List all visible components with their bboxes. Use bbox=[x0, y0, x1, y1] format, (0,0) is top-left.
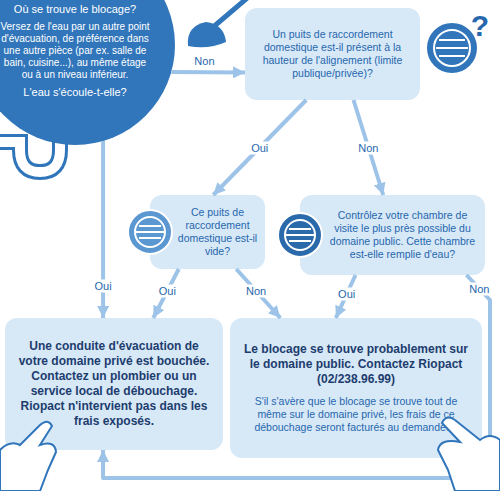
result-note: S'il s'avère que le blocage se trouve to… bbox=[242, 395, 470, 434]
manhole-icon bbox=[128, 210, 172, 254]
question-mark: ? bbox=[471, 10, 489, 42]
edge-label: Oui bbox=[157, 285, 178, 298]
flow-arrow bbox=[153, 269, 179, 318]
decision-box: Ce puits de raccordement domestique est-… bbox=[150, 195, 265, 269]
hand-illustration bbox=[438, 418, 500, 491]
start-question-circle: Où se trouve le blocage? Versez de l'eau … bbox=[0, 0, 175, 145]
flow-arrow bbox=[103, 275, 490, 478]
flow-arrow bbox=[171, 70, 245, 74]
edge-label: Non bbox=[192, 55, 216, 68]
flow-arrow bbox=[236, 269, 280, 318]
edge-label: Non bbox=[244, 285, 268, 298]
edge-label: Non bbox=[467, 282, 491, 295]
flow-arrow bbox=[101, 141, 105, 318]
manhole-icon bbox=[426, 22, 478, 74]
edge-label: Oui bbox=[249, 141, 270, 154]
manhole-icon bbox=[278, 213, 322, 257]
edge-label: Oui bbox=[93, 280, 114, 293]
hand-illustration bbox=[0, 422, 56, 491]
flow-arrow bbox=[213, 100, 306, 195]
flow-arrow bbox=[336, 275, 356, 318]
decision-box: Un puits de raccordement domestique est-… bbox=[245, 8, 420, 100]
result-box: Une conduite d'évacuation de votre domai… bbox=[5, 318, 223, 450]
circle-content: Où se trouve le blocage? Versez de l'eau … bbox=[0, 3, 150, 99]
edge-label: Oui bbox=[336, 288, 357, 301]
flow-arrow bbox=[354, 100, 384, 195]
question-text: L'eau s'écoule-t-elle? bbox=[0, 86, 150, 99]
instruction-text: Versez de l'eau par un autre point d'éva… bbox=[0, 21, 150, 81]
circle-shape bbox=[0, 0, 175, 145]
question-text: Contrôlez votre chambre de visite le plu… bbox=[326, 209, 479, 261]
question-text: Un puits de raccordement domestique est-… bbox=[253, 28, 412, 80]
question-text: Ce puits de raccordement domestique est-… bbox=[174, 206, 261, 258]
edge-label: Non bbox=[356, 141, 380, 154]
result-text: Une conduite d'évacuation de votre domai… bbox=[15, 339, 213, 429]
result-box: Le blocage se trouve probablement sur le… bbox=[230, 318, 482, 458]
plunger-cup bbox=[188, 22, 226, 47]
decision-box: Contrôlez votre chambre de visite le plu… bbox=[300, 195, 485, 275]
question-title: Où se trouve le blocage? bbox=[0, 3, 150, 16]
result-heading: Le blocage se trouve probablement sur le… bbox=[242, 342, 470, 387]
